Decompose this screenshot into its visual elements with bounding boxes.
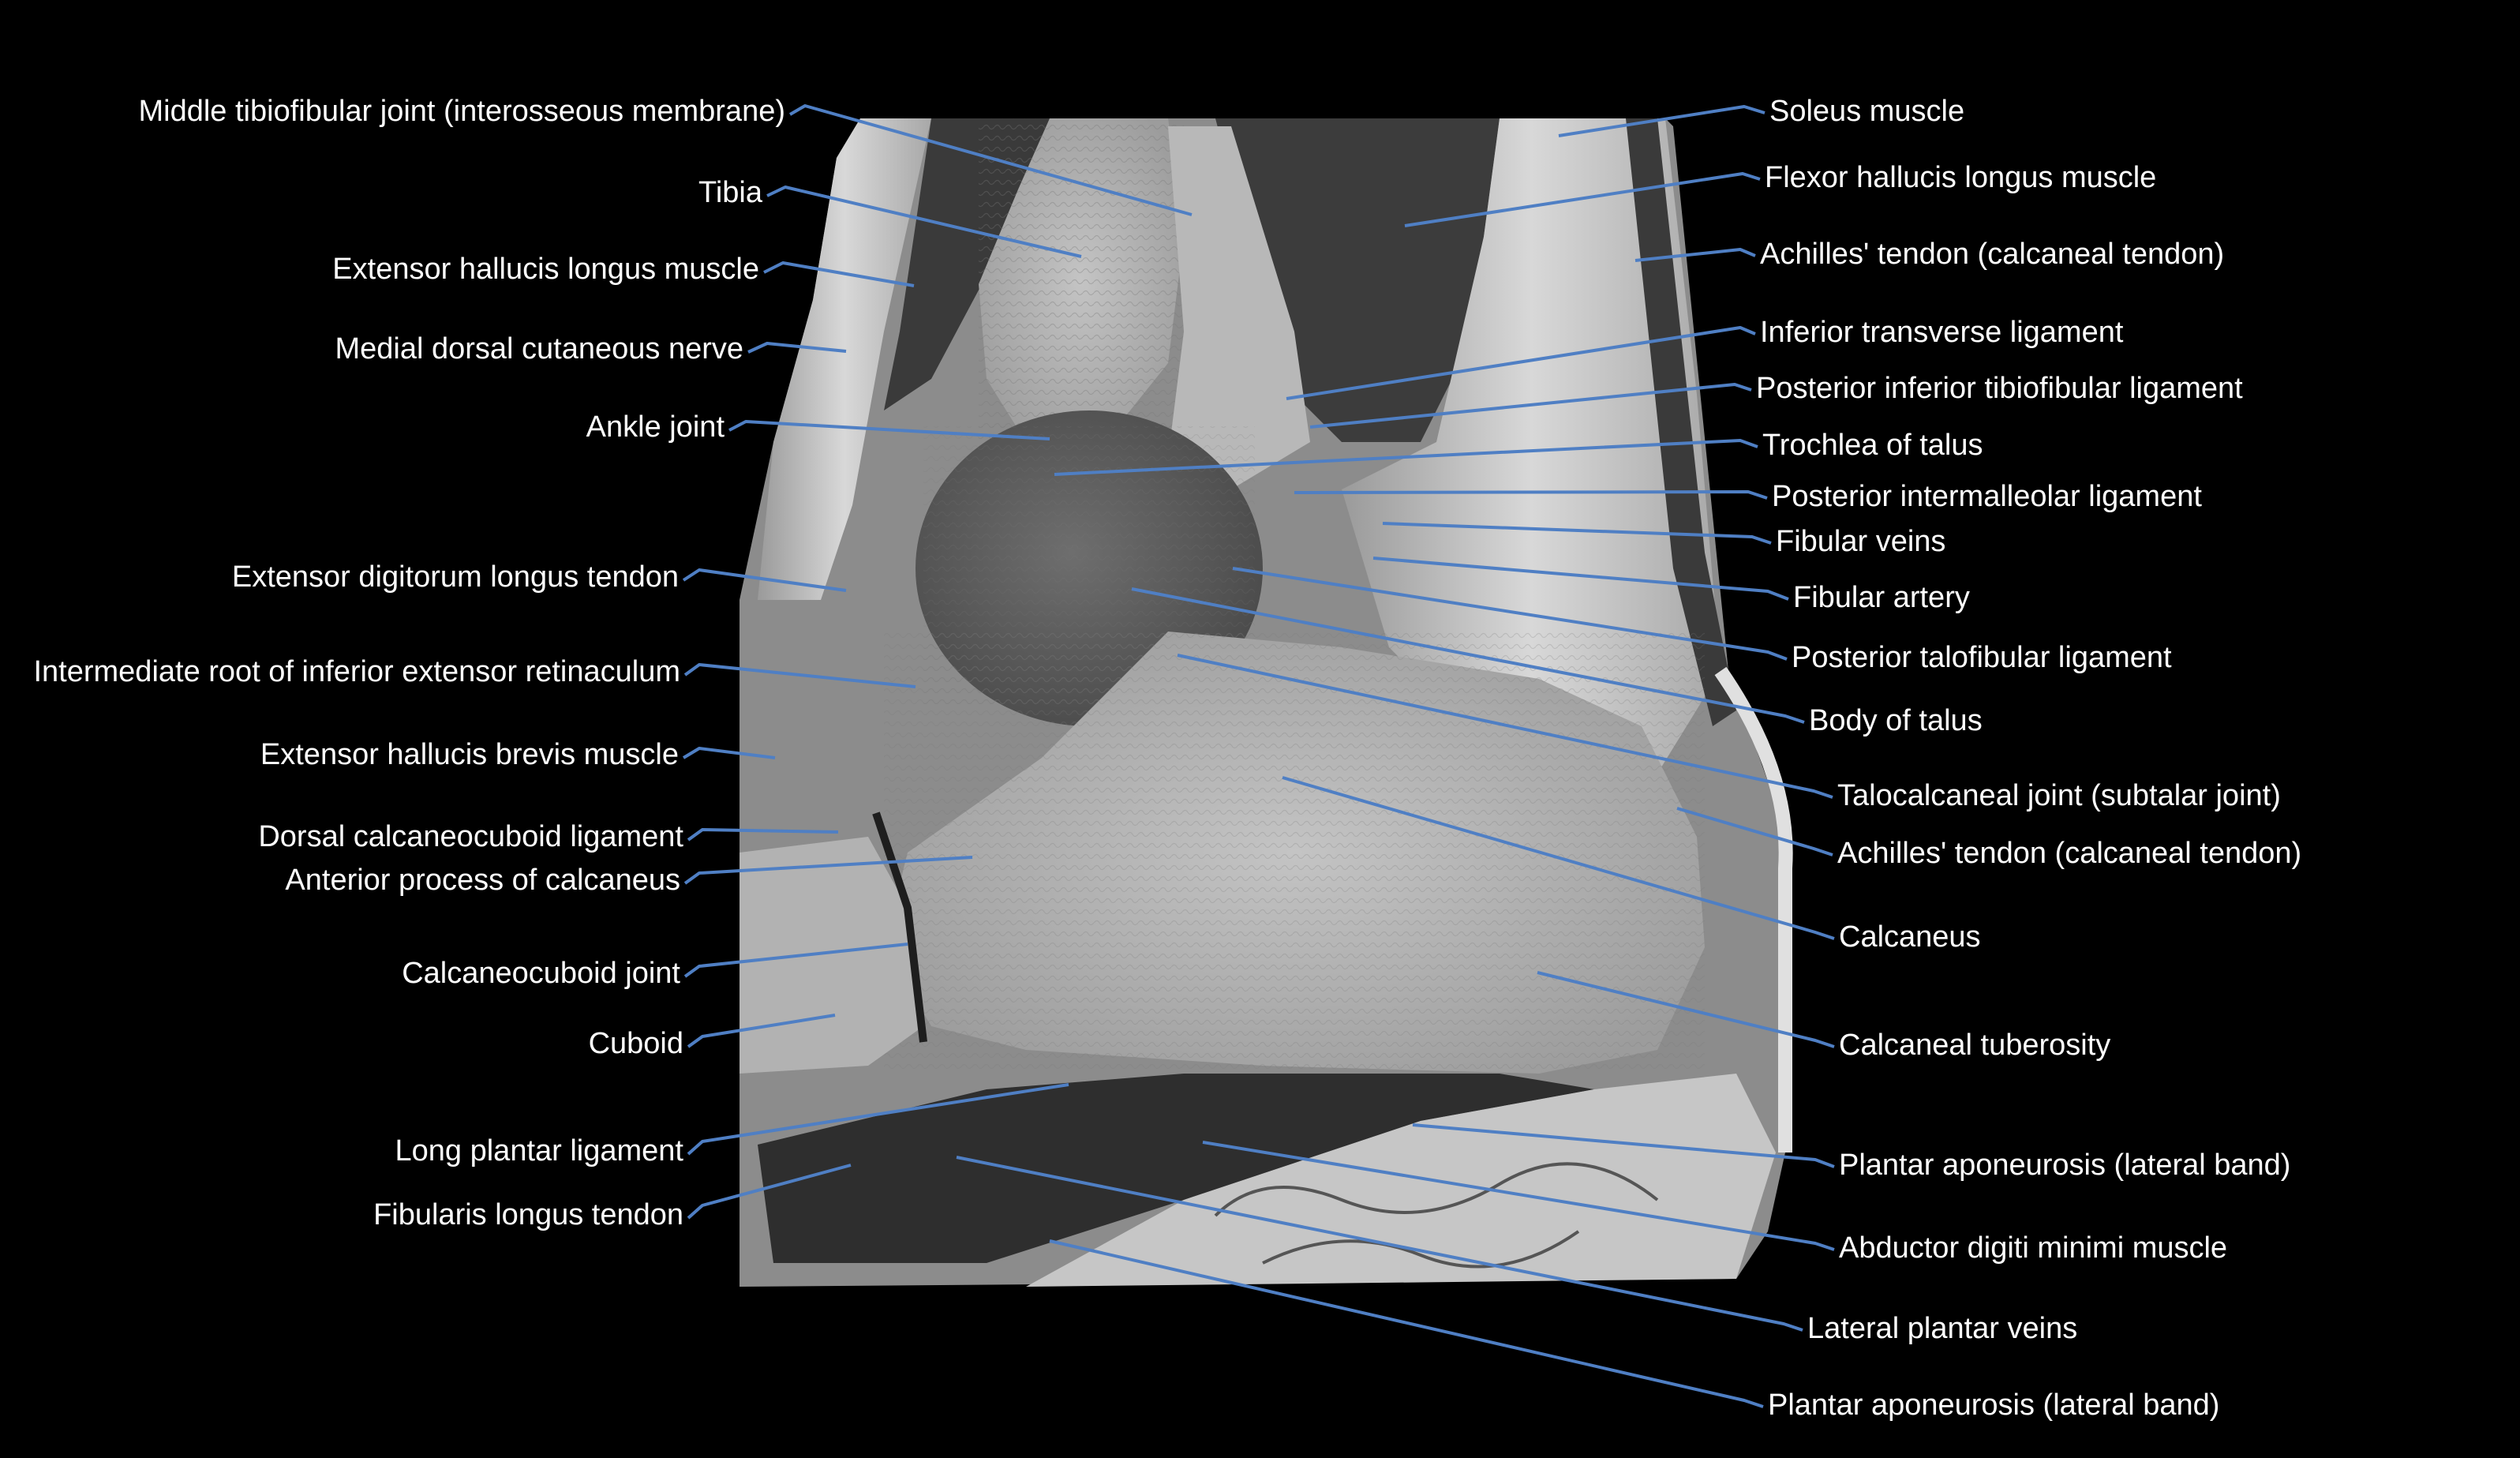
label-body-of-talus: Body of talus [1809, 704, 1983, 737]
label-soleus-muscle: Soleus muscle [1769, 95, 1965, 128]
label-extensor-hallucis-brevis-muscle: Extensor hallucis brevis muscle [260, 738, 679, 771]
label-extensor-digitorum-longus-tendon: Extensor digitorum longus tendon [231, 560, 679, 594]
label-calcaneus: Calcaneus [1839, 920, 1981, 954]
label-talocalcaneal-joint: Talocalcaneal joint (subtalar joint) [1837, 779, 2281, 812]
label-plantar-aponeurosis-lower: Plantar aponeurosis (lateral band) [1768, 1389, 2220, 1422]
label-tibia: Tibia [698, 176, 762, 209]
label-extensor-hallucis-longus-muscle: Extensor hallucis longus muscle [332, 253, 759, 286]
label-fibular-veins: Fibular veins [1776, 525, 1946, 558]
label-long-plantar-ligament: Long plantar ligament [395, 1134, 683, 1168]
label-trochlea-of-talus: Trochlea of talus [1762, 429, 1983, 462]
label-achilles-tendon-lower: Achilles' tendon (calcaneal tendon) [1837, 837, 2302, 870]
calcaneocuboid-joint-line [872, 811, 927, 1043]
label-posterior-intermalleolar-ligament: Posterior intermalleolar ligament [1772, 480, 2202, 513]
label-dorsal-calcaneocuboid-ligament: Dorsal calcaneocuboid ligament [258, 820, 683, 853]
label-posterior-inferior-tibiofibular-ligament: Posterior inferior tibiofibular ligament [1756, 372, 2243, 405]
label-middle-tibiofibular-joint: Middle tibiofibular joint (interosseous … [138, 95, 786, 128]
label-fibular-artery: Fibular artery [1793, 581, 1970, 614]
label-abductor-digiti-minimi-muscle: Abductor digiti minimi muscle [1839, 1231, 2228, 1265]
label-anterior-process-of-calcaneus: Anterior process of calcaneus [285, 864, 680, 897]
label-cuboid: Cuboid [588, 1027, 683, 1060]
label-medial-dorsal-cutaneous-nerve: Medial dorsal cutaneous nerve [335, 332, 743, 365]
label-calcaneocuboid-joint: Calcaneocuboid joint [402, 957, 680, 990]
label-intermediate-root-inferior-extensor-retinaculum: Intermediate root of inferior extensor r… [33, 655, 680, 688]
label-lateral-plantar-veins: Lateral plantar veins [1807, 1312, 2078, 1345]
label-inferior-transverse-ligament: Inferior transverse ligament [1760, 316, 2124, 349]
label-flexor-hallucis-longus-muscle: Flexor hallucis longus muscle [1765, 161, 2157, 194]
label-calcaneal-tuberosity: Calcaneal tuberosity [1839, 1029, 2111, 1062]
label-plantar-aponeurosis-upper: Plantar aponeurosis (lateral band) [1839, 1149, 2291, 1182]
label-achilles-tendon-upper: Achilles' tendon (calcaneal tendon) [1760, 238, 2225, 271]
syndesmosis-region [1168, 126, 1310, 489]
label-posterior-talofibular-ligament: Posterior talofibular ligament [1792, 641, 2172, 674]
label-fibularis-longus-tendon: Fibularis longus tendon [373, 1198, 683, 1231]
label-ankle-joint: Ankle joint [586, 410, 725, 444]
